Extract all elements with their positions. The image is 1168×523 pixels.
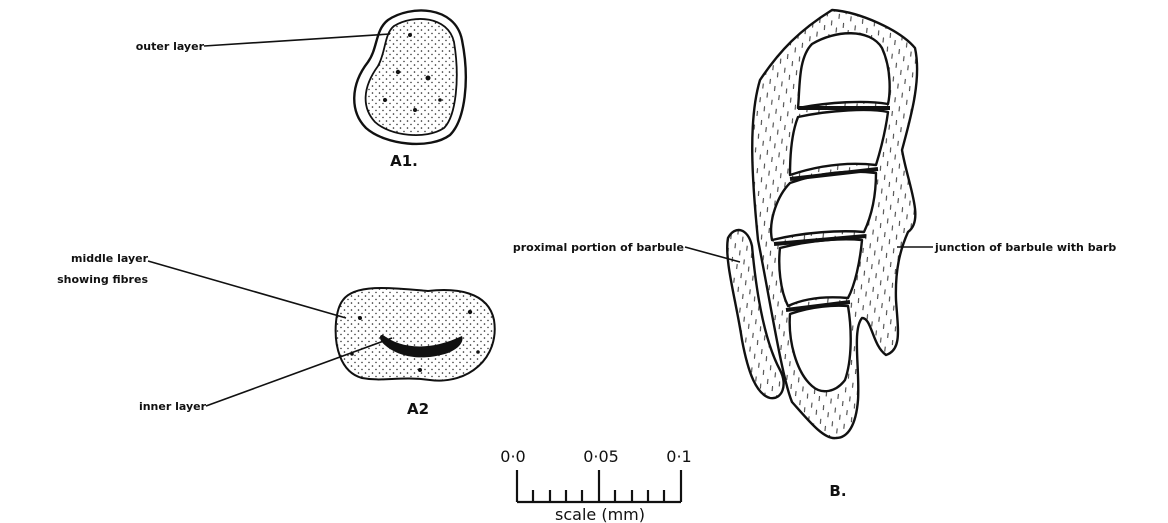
scale-tick-label-0: 0·0 [500, 447, 525, 466]
a1-caption: A1. [390, 152, 418, 170]
scale-label: scale (mm) [555, 505, 645, 523]
scale-tick-label-mid: 0·05 [583, 447, 619, 466]
a1-outer-layer-label: outer layer [136, 40, 205, 53]
a2-caption: A2 [407, 400, 429, 418]
a2-inner-layer-label: inner layer [139, 400, 207, 413]
a2-middle-layer [336, 288, 495, 381]
a2-middle-layer-leader [148, 261, 346, 318]
b-proximal-label: proximal portion of barbule [513, 241, 684, 254]
a2-section: middle layer showing fibres inner layer … [57, 252, 495, 418]
scale-ruler [517, 470, 681, 502]
scale-bar: 0·0 0·05 0·1 scale (mm) [500, 447, 691, 523]
scale-tick-label-max: 0·1 [666, 447, 691, 466]
b-junction-label: junction of barbule with barb [934, 241, 1116, 254]
b-chamber-4 [779, 239, 862, 306]
b-caption: B. [829, 482, 846, 500]
b-chamber-2 [790, 110, 888, 175]
a1-outer-layer-leader [204, 34, 390, 46]
a2-middle-layer-label-line1: middle layer [71, 252, 149, 265]
b-chamber-1 [798, 33, 890, 108]
a1-section: outer layer A1. [136, 10, 466, 170]
a2-middle-layer-label-line2: showing fibres [57, 273, 148, 286]
b-section: proximal portion of barbule junction of … [513, 10, 1117, 500]
